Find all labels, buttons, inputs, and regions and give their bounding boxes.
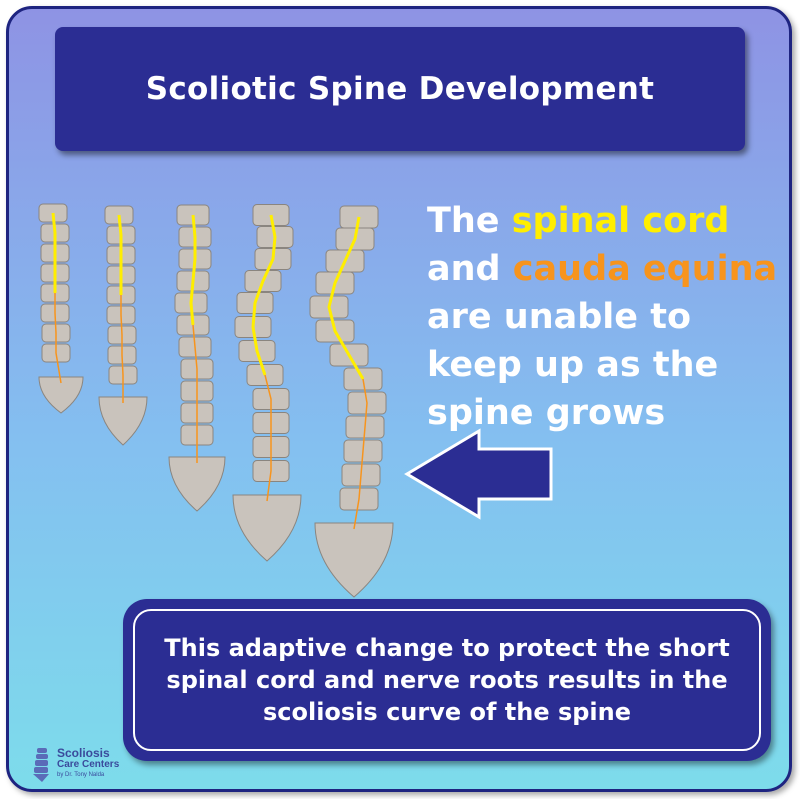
side-text-line2-prefix: and — [427, 249, 513, 289]
sacrum — [98, 396, 148, 446]
spine-4 — [232, 204, 302, 562]
spines-group — [38, 203, 394, 598]
spine-3 — [168, 204, 226, 512]
spinal-cord-line — [51, 212, 57, 293]
sacrum — [168, 456, 226, 512]
spinal-cord-line — [327, 216, 365, 380]
caption-panel: This adaptive change to protect the shor… — [123, 599, 771, 761]
spine-diagram — [38, 203, 553, 598]
side-text-rest: are unable to keep up as the spine grows — [427, 297, 719, 433]
spinal-cord-highlight: spinal cord — [511, 201, 730, 241]
cauda-equina-line — [54, 293, 62, 384]
title-banner: Scoliotic Spine Development — [55, 27, 745, 151]
spinal-cord-line — [117, 214, 123, 295]
caption-border: This adaptive change to protect the shor… — [133, 609, 761, 751]
cauda-equina-highlight: cauda equina — [512, 249, 778, 289]
spine-logo-icon — [33, 748, 49, 782]
spinal-cord-line — [189, 214, 197, 326]
sacrum — [38, 376, 84, 414]
cauda-equina-line — [192, 324, 198, 463]
left-arrow-icon — [404, 428, 553, 520]
spine-2 — [98, 205, 148, 446]
side-text-prefix: The — [427, 201, 512, 241]
cauda-equina-line — [264, 374, 272, 502]
logo-tagline: by Dr. Tony Nalda — [57, 772, 105, 778]
cauda-equina-line — [353, 378, 368, 530]
cauda-equina-line — [120, 295, 124, 403]
logo-name-line1: Scoliosis — [57, 746, 110, 760]
caption-text: This adaptive change to protect the shor… — [164, 634, 730, 726]
sacrum — [314, 522, 394, 598]
infographic-frame: Scoliotic Spine Development The spinal c… — [6, 6, 792, 792]
logo: Scoliosis Care Centers by Dr. Tony Nalda — [29, 747, 139, 785]
logo-name-line2: Care Centers — [57, 759, 120, 770]
spine-1 — [38, 203, 84, 414]
spine-5 — [309, 205, 394, 598]
spinal-cord-line — [251, 214, 277, 376]
page-title: Scoliotic Spine Development — [145, 71, 655, 107]
side-explanation: The spinal cord and cauda equina are una… — [427, 197, 787, 437]
sacrum — [232, 494, 302, 562]
